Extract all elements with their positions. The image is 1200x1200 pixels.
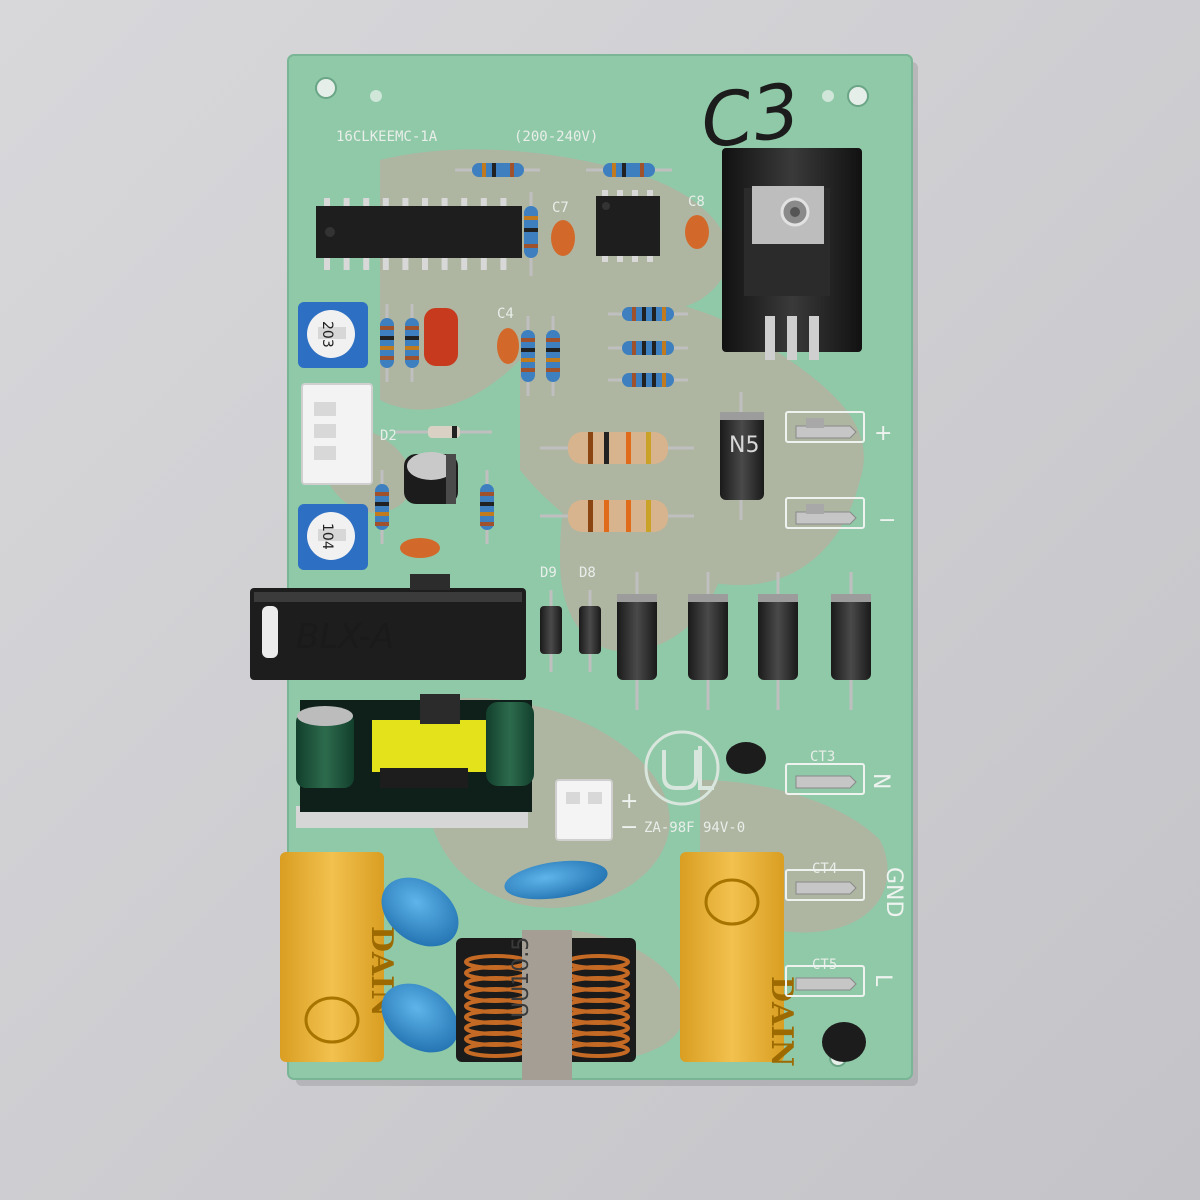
terminal-label-plus: + [874,421,892,446]
ref-d9: D9 [540,565,557,581]
ceramic-cap-c5 [400,538,440,558]
connector-label-minus: − [620,815,638,840]
x-cap-right-brand: DAIN [764,976,799,1067]
resistor-cluster [375,304,688,544]
power-supply-module [296,694,534,828]
common-mode-choke: UU10.5 [456,930,636,1080]
terminal-label-neutral: N [868,773,893,789]
ref-d8: D8 [579,565,596,581]
ref-c7: C7 [552,200,569,216]
trimmer-bottom-label: 104 [319,523,335,550]
ref-ct3: CT3 [810,749,835,765]
board-model-label: 16CLKEEMC-1A [336,129,438,145]
electrolytic-cap-small [404,452,458,504]
dip-ic-microcontroller [316,198,522,270]
terminal-label-minus: − [878,508,896,533]
ref-c8: C8 [688,194,705,210]
thermistor-top [726,742,766,774]
fuse-holder: BLX-A [250,574,526,680]
x-capacitor-left: DAIN [280,852,399,1062]
voltage-label: (200-240V) [514,129,598,145]
thermistor-bottom [822,1022,866,1062]
terminal-label-line: L [870,974,895,987]
spade-terminal-minus [785,497,865,529]
ceramic-cap-c8 [685,215,709,249]
rectifier-diode-vertical: N5 [720,392,764,520]
voltage-regulator-heatsink [722,148,862,360]
spade-terminal-ground [785,869,865,901]
terminal-label-ground: GND [881,867,906,917]
resistor-row-top [455,163,672,177]
dip-ic-optocoupler [596,190,660,262]
spade-terminal-plus [785,411,865,443]
trimmer-top-label: 203 [319,321,335,348]
trimmer-pot-top: 203 [298,302,368,368]
connector-jst-top [301,383,373,485]
ref-c4: C4 [497,306,514,322]
y-capacitors [381,860,608,1053]
power-resistor-1 [540,432,694,464]
diode-mark: N5 [729,433,759,458]
spade-terminal-line [785,965,865,997]
coil-label: UU10.5 [509,937,534,1018]
bridge-rectifier-diodes [617,572,871,710]
ceramic-cap-c7 [551,220,575,256]
power-resistor-2 [540,500,694,532]
trimmer-pot-bottom: 104 [298,504,368,570]
ceramic-cap-c4 [497,328,519,364]
spade-terminal-neutral [785,763,865,795]
film-cap-red [424,308,458,366]
connector-label-plus: + [620,789,638,814]
signal-diode-d2 [396,426,492,438]
resistor-vertical-1 [524,192,538,276]
fuse-label: BLX-A [296,617,394,657]
x-capacitor-right: DAIN [680,852,799,1067]
ref-d2: D2 [380,428,397,444]
board-rating-label: ZA-98F 94V-0 [644,820,745,836]
connector-jst-small [555,779,613,841]
ul-certification-mark [644,730,720,806]
small-diodes-d9-d8 [540,590,601,672]
